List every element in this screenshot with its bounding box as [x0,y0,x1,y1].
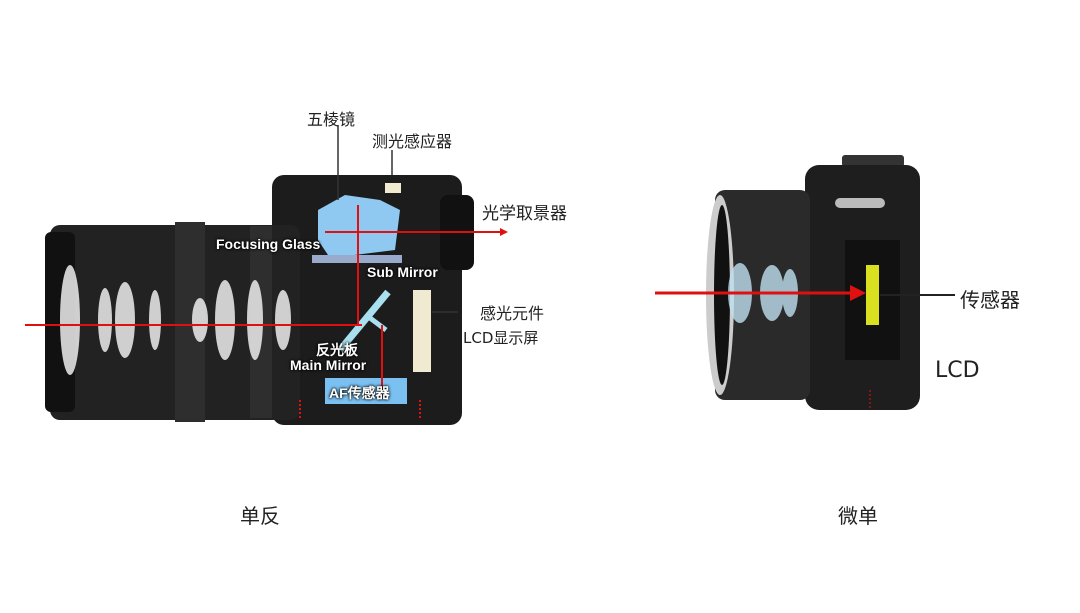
label-image-sensor: 感光元件 [480,304,545,323]
image-sensor [413,290,431,372]
metering-sensor [385,183,401,193]
label-sensor: 传感器 [960,288,1020,312]
label-lcd-screen: LCD显示屏 [463,329,539,347]
caption-mirrorless: 微单 [838,504,878,528]
main-mirror [337,289,391,353]
label-metering-sensor: 测光感应器 [372,132,453,151]
label-pentaprism: 五棱镜 [307,110,356,129]
label-main-mirror-cn: 反光板 [316,342,358,358]
dslr-lens-elements [60,265,291,375]
label-optical-viewfinder: 光学取景器 [482,204,567,224]
dslr-leader-lines [337,125,458,313]
caption-dslr: 单反 [240,504,280,528]
label-main-mirror-en: Main Mirror [290,357,367,373]
sub-mirror [368,316,388,332]
label-focusing-glass: Focusing Glass [216,236,321,252]
mirrorless-illustration [655,155,955,410]
label-af-sensor: AF传感器 [329,385,390,401]
mirrorless-sensor [866,265,879,325]
af-sensor-box [325,378,407,404]
dslr-light-path [25,205,500,420]
label-sub-mirror: Sub Mirror [367,264,438,280]
dslr-illustration [25,125,508,425]
label-lcd: LCD [935,358,980,383]
